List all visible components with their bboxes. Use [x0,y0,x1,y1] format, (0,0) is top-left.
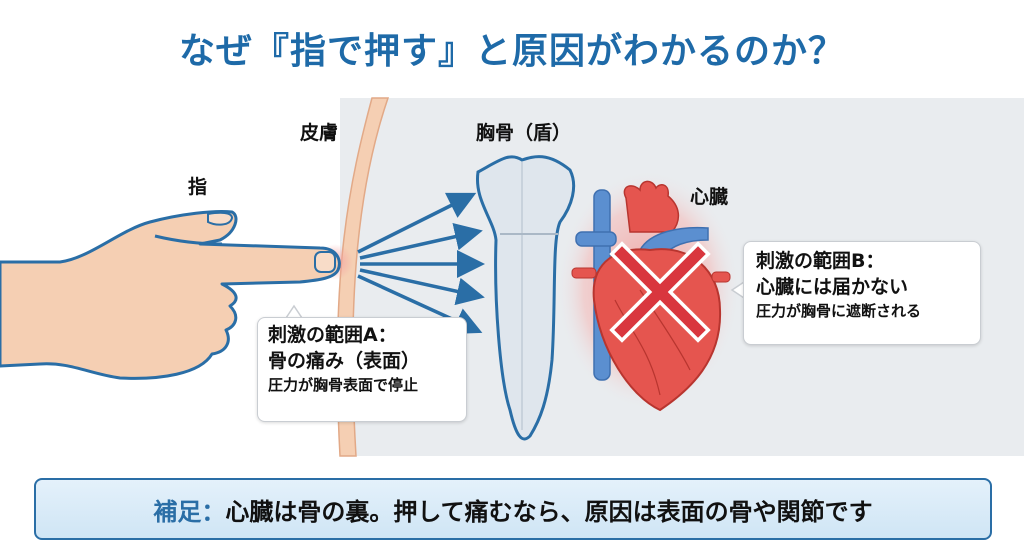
bubble-b-detail: 圧力が胸骨に遮断される [756,302,922,320]
heart-icon [571,180,731,412]
supplement-note: 補足： 心臓は骨の裏。押して痛むなら、原因は表面の骨や関節です [34,478,992,540]
label-heart: 心臓 [690,186,729,208]
cross-mark-icon [609,241,711,343]
bubble-a-title: 刺激の範囲A： [268,324,397,346]
page-title: なぜ『指で押す』と原因がわかるのか？ [178,31,845,72]
label-skin: 皮膚 [300,122,339,144]
label-sternum: 胸骨（盾） [476,122,572,144]
bubble-a-subtitle: 骨の痛み（表面） [268,350,421,372]
note-key: 補足： [153,497,226,526]
pressure-arrows-icon [357,192,485,334]
bubble-b-title: 刺激の範囲B： [756,250,885,272]
bubble-stimulus-b: 刺激の範囲B： 心臓には届かない 圧力が胸骨に遮断される [743,241,981,345]
hand-pointing-icon [0,210,341,380]
bubble-stimulus-a: 刺激の範囲A： 骨の痛み（表面） 圧力が胸骨表面で停止 [257,317,467,422]
label-finger: 指 [188,176,208,198]
bubble-a-detail: 圧力が胸骨表面で停止 [268,376,419,394]
note-text: 心臓は骨の裏。押して痛むなら、原因は表面の骨や関節です [225,497,873,526]
bubble-b-subtitle: 心臓には届かない [756,276,909,298]
sternum-shield-icon [476,155,576,441]
